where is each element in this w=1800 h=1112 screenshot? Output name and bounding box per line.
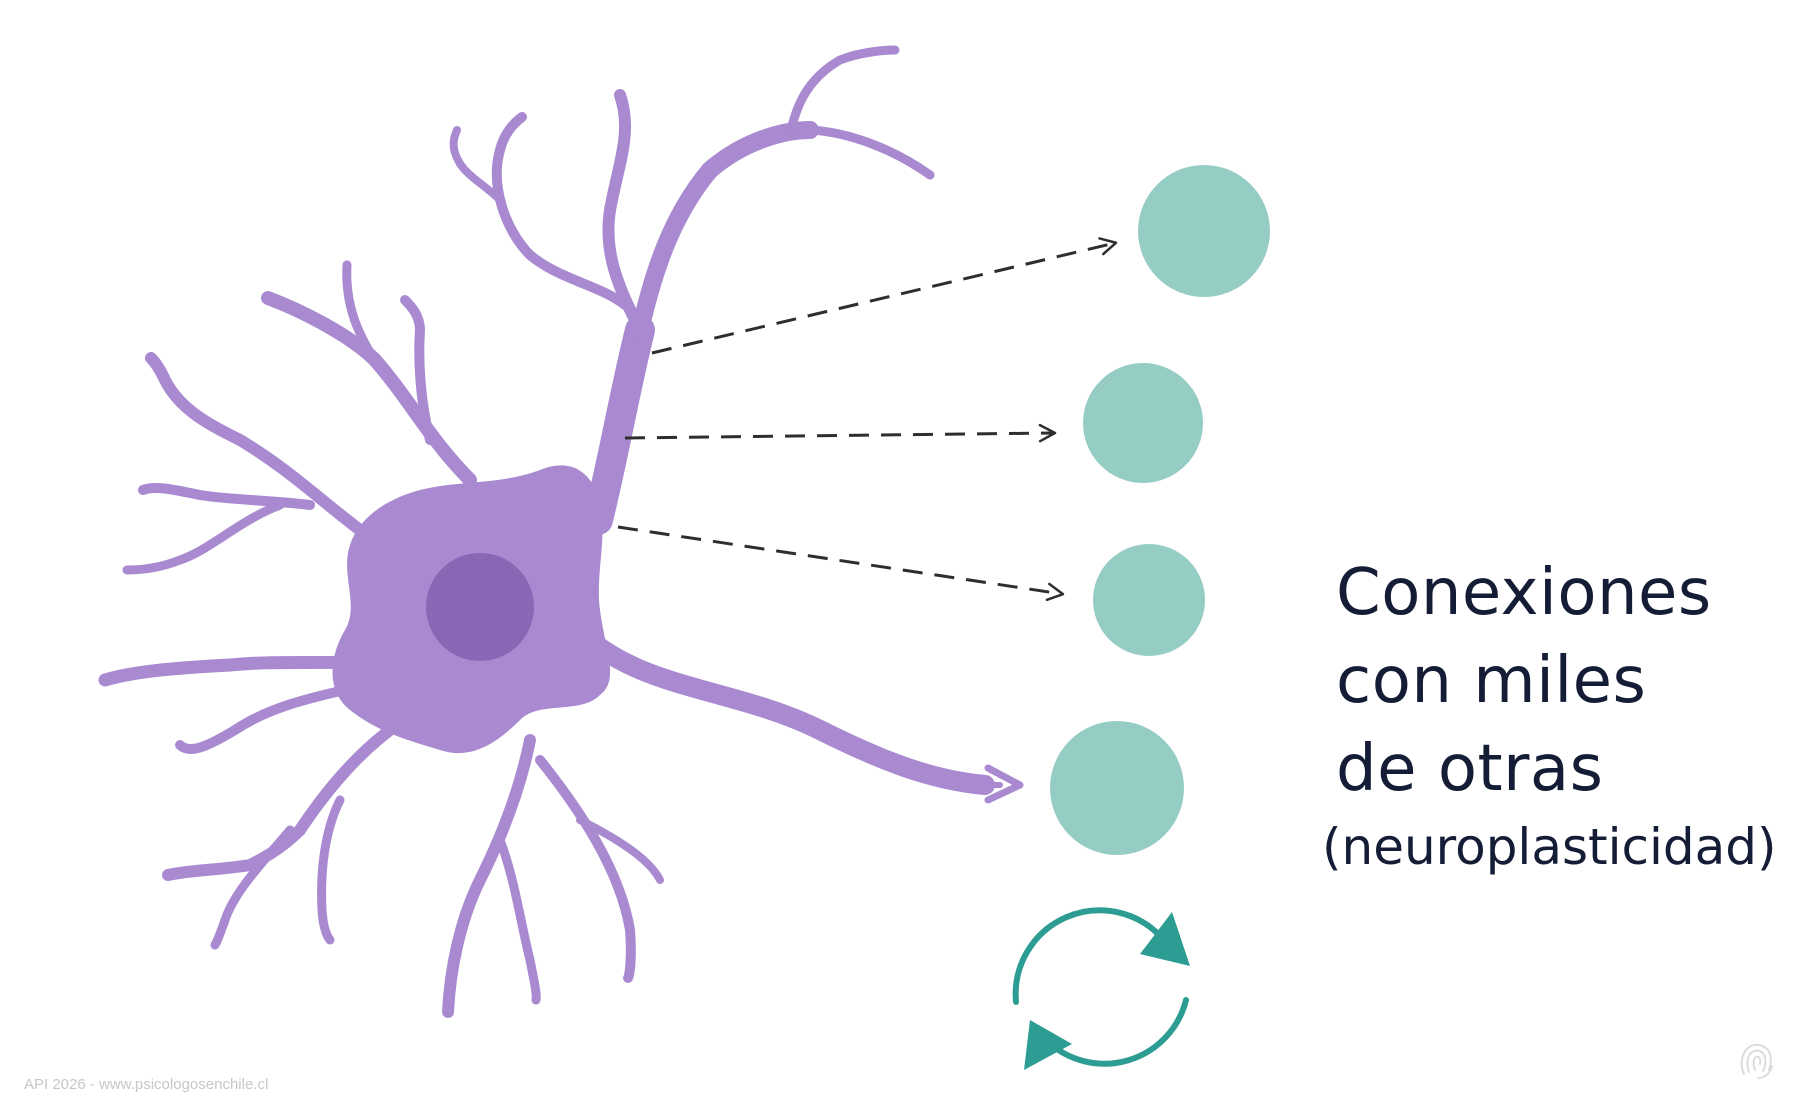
watermark-text: API 2026 - www.psicologosenchile.cl — [24, 1076, 269, 1093]
connection-arrows — [617, 237, 1118, 602]
dashed-arrow-1 — [651, 237, 1118, 355]
axon-arrowhead — [984, 764, 1024, 804]
target-cell-3 — [1093, 544, 1205, 656]
caption-line-2: con miles — [1336, 644, 1647, 718]
target-cell-4 — [1050, 721, 1184, 855]
caption-line-3: de otras — [1336, 732, 1604, 806]
dashed-arrow-3 — [617, 525, 1065, 602]
target-cells — [1050, 165, 1270, 855]
target-cell-1 — [1138, 165, 1270, 297]
caption-line-1: Conexiones — [1336, 556, 1712, 630]
fingerprint-logo-icon — [1740, 1043, 1773, 1079]
neuron — [98, 45, 1024, 1018]
neuron-nucleus — [426, 553, 534, 661]
caption-line-4: (neuroplasticidad) — [1322, 818, 1777, 876]
dashed-arrow-2 — [624, 423, 1057, 443]
neuron-branches — [98, 45, 1003, 1018]
refresh-cycle-icon — [1012, 907, 1190, 1070]
target-cell-2 — [1083, 363, 1203, 483]
